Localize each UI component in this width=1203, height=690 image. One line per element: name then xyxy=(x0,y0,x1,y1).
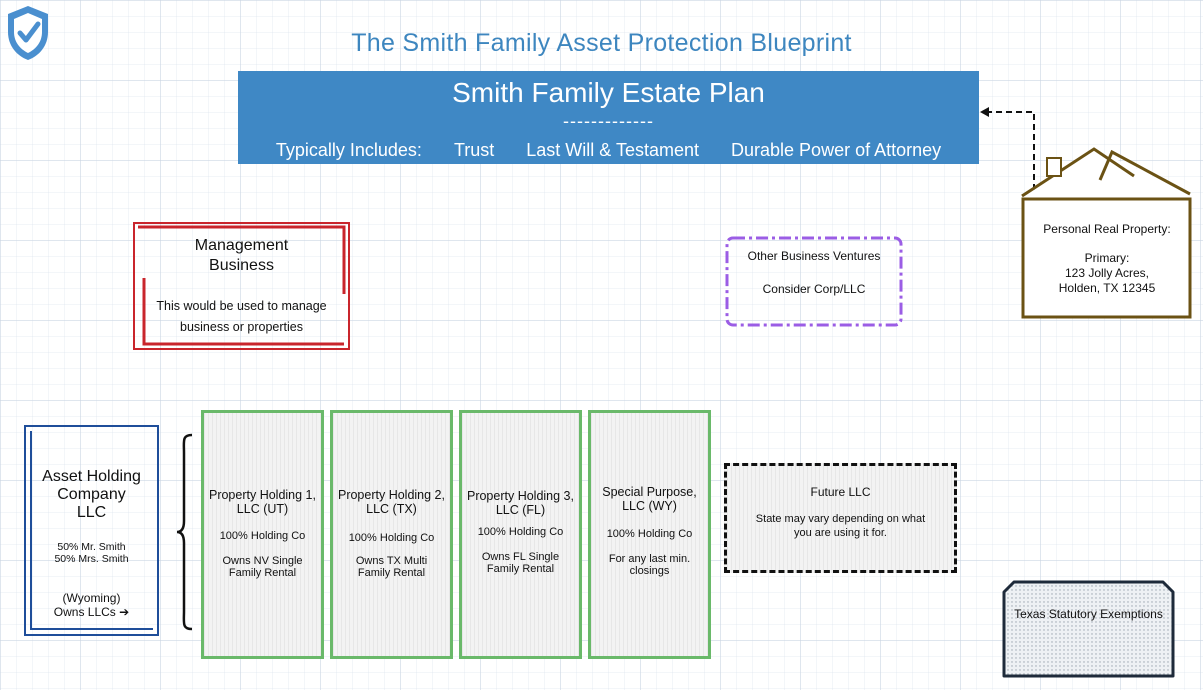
arrow-head xyxy=(980,107,989,117)
llc-name: Property Holding 1, LLC (UT) xyxy=(208,488,316,516)
llc-ownership: 100% Holding Co xyxy=(606,528,693,540)
llc-box-1: Property Holding 1, LLC (UT) 100% Holdin… xyxy=(201,410,324,659)
curly-bracket xyxy=(176,433,193,631)
llc-name: Property Holding 3, LLC (FL) xyxy=(466,489,574,517)
llc-ownership: 100% Holding Co xyxy=(348,532,435,544)
includes-label: Typically Includes: xyxy=(275,140,422,160)
llc-desc: Owns FL Single Family Rental xyxy=(481,551,560,575)
future-llc-note: State may vary depending on what you are… xyxy=(755,513,926,539)
other-ventures-box: Other Business Ventures Consider Corp/LL… xyxy=(725,236,903,327)
llc-ownership: 100% Holding Co xyxy=(219,530,306,542)
asset-holding-box: Asset Holding Company LLC 50% Mr. Smith … xyxy=(24,425,159,636)
shield-check-icon xyxy=(8,6,48,60)
asset-holding-name: Asset Holding Company LLC xyxy=(26,468,157,522)
asset-holding-state: (Wyoming) xyxy=(62,591,121,605)
future-llc-title: Future LLC xyxy=(810,485,871,499)
future-llc-box: Future LLC State may vary depending on w… xyxy=(724,463,957,573)
asset-holding-owner1: 50% Mr. Smith xyxy=(57,541,126,553)
real-property-title: Personal Real Property: xyxy=(1043,222,1171,236)
llc-ownership: 100% Holding Co xyxy=(477,526,564,538)
page-title: The Smith Family Asset Protection Bluepr… xyxy=(351,29,852,57)
llc-box-2: Property Holding 2, LLC (TX) 100% Holdin… xyxy=(330,410,453,659)
asset-holding-name-line1: Asset Holding xyxy=(42,468,141,485)
estate-plan-divider: ------------- xyxy=(563,111,654,131)
real-property-line1: Primary: xyxy=(1084,251,1130,265)
real-property-text: Personal Real Property: Primary: 123 Jol… xyxy=(1024,222,1190,296)
other-ventures-title: Other Business Ventures xyxy=(747,249,881,263)
estate-plan-includes: Typically Includes: Trust Last Will & Te… xyxy=(238,140,979,161)
other-ventures-note: Consider Corp/LLC xyxy=(762,282,866,296)
include-item-will: Last Will & Testament xyxy=(526,140,700,160)
management-title: Management Business xyxy=(133,236,350,276)
real-property-line3: Holden, TX 12345 xyxy=(1058,281,1156,295)
exemptions-box xyxy=(1002,580,1175,678)
llc-box-4: Special Purpose, LLC (WY) 100% Holding C… xyxy=(588,410,711,659)
include-item-poa: Durable Power of Attorney xyxy=(731,140,942,160)
asset-holding-name-line3: LLC xyxy=(76,504,107,521)
management-business-box: Management Business This would be used t… xyxy=(133,222,350,350)
management-title-line2: Business xyxy=(209,257,274,274)
llc-desc: For any last min. closings xyxy=(608,553,691,577)
management-border xyxy=(133,222,350,350)
house-icon xyxy=(1021,147,1192,319)
llc-desc: Owns TX Multi Family Rental xyxy=(355,555,428,579)
llc-name: Property Holding 2, LLC (TX) xyxy=(337,488,445,516)
management-desc: This would be used to manage business or… xyxy=(156,299,327,334)
ventures-border xyxy=(725,236,903,327)
asset-holding-owner2: 50% Mrs. Smith xyxy=(54,553,129,565)
llc-box-3: Property Holding 3, LLC (FL) 100% Holdin… xyxy=(459,410,582,659)
include-item-trust: Trust xyxy=(453,140,495,160)
asset-holding-inner-border xyxy=(30,431,153,630)
asset-holding-name-line2: Company xyxy=(57,486,126,503)
estate-plan-banner: Smith Family Estate Plan ------------- T… xyxy=(238,71,979,164)
management-title-line1: Management xyxy=(194,237,289,254)
real-property-line2: 123 Jolly Acres, xyxy=(1064,266,1150,280)
llc-name: Special Purpose, LLC (WY) xyxy=(602,485,697,513)
estate-plan-title: Smith Family Estate Plan xyxy=(452,77,765,108)
exemptions-title: Texas Statutory Exemptions xyxy=(1014,607,1163,621)
asset-holding-owns: Owns LLCs ➔ xyxy=(53,605,130,619)
llc-desc: Owns NV Single Family Rental xyxy=(222,555,303,579)
house-to-plan-arrow xyxy=(986,111,1035,190)
